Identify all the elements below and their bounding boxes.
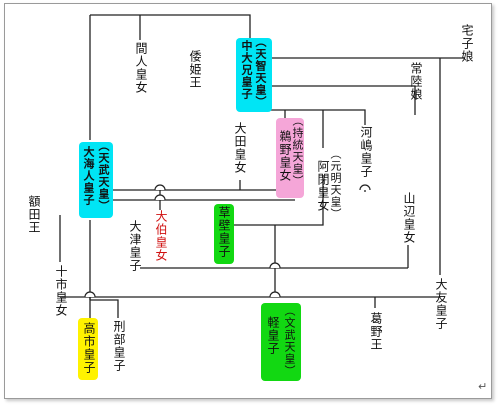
label-jito-name: 鵜野皇女 [278, 130, 292, 182]
label-jito-title: （持統天皇） [291, 115, 304, 187]
label-otomo: 大友皇子 [434, 278, 448, 330]
label-kawashima: 河嶋皇子 [359, 126, 373, 178]
label-kadono: 葛野王 [369, 312, 383, 351]
bridge-4 [269, 262, 281, 269]
label-otsu: 大津皇子 [128, 220, 142, 272]
bridge-7 [359, 184, 371, 191]
line-tenji-top [90, 14, 251, 110]
line-tenji-daughters [250, 109, 366, 125]
line-osakabe [90, 299, 119, 318]
label-hitachi: 常陸娘 [409, 62, 423, 101]
bridge-1 [154, 184, 166, 191]
label-tenji-title: （天智天皇） [254, 36, 267, 108]
bridge-5 [84, 291, 96, 298]
label-tenmu-name: 大海人皇子 [82, 146, 95, 206]
highlight-takechi [78, 318, 98, 380]
label-takarako: 宅子娘 [460, 24, 474, 63]
label-tochi: 十市皇女 [54, 265, 68, 317]
highlight-tenji [236, 38, 272, 112]
label-monmu-name: 軽皇子 [266, 316, 280, 355]
bridge-2 [154, 194, 166, 201]
bridge-6 [269, 291, 281, 298]
label-osakabe: 刑部皇子 [112, 320, 126, 372]
line-kusakabe-genmei [225, 175, 324, 226]
label-genmei-name: 阿閉皇女 [316, 160, 330, 212]
label-ota: 大田皇女 [233, 122, 247, 174]
highlight-jito [276, 118, 304, 198]
label-tenmu-title: （天武天皇） [97, 140, 110, 212]
label-tenji-name: 中大兄皇子 [240, 40, 253, 100]
label-hashihito: 間人皇女 [134, 42, 148, 94]
label-kusakabe: 草壁皇子 [217, 206, 231, 258]
highlight-monmu [261, 303, 301, 381]
return-mark-icon: ↵ [478, 380, 488, 393]
label-monmu-title: （文武天皇） [283, 305, 296, 377]
label-takechi: 高市皇子 [82, 322, 96, 374]
highlight-tenmu [79, 142, 113, 218]
label-genmei-title: （元明天皇） [329, 148, 342, 220]
label-nukata: 額田王 [27, 195, 41, 234]
label-oku: 大伯皇女 [154, 210, 168, 262]
label-yamatohime: 倭姫王 [188, 50, 202, 89]
label-yamanobe: 山辺皇女 [402, 192, 416, 244]
highlight-kusakabe [214, 204, 234, 264]
line-hitachi [250, 85, 416, 115]
